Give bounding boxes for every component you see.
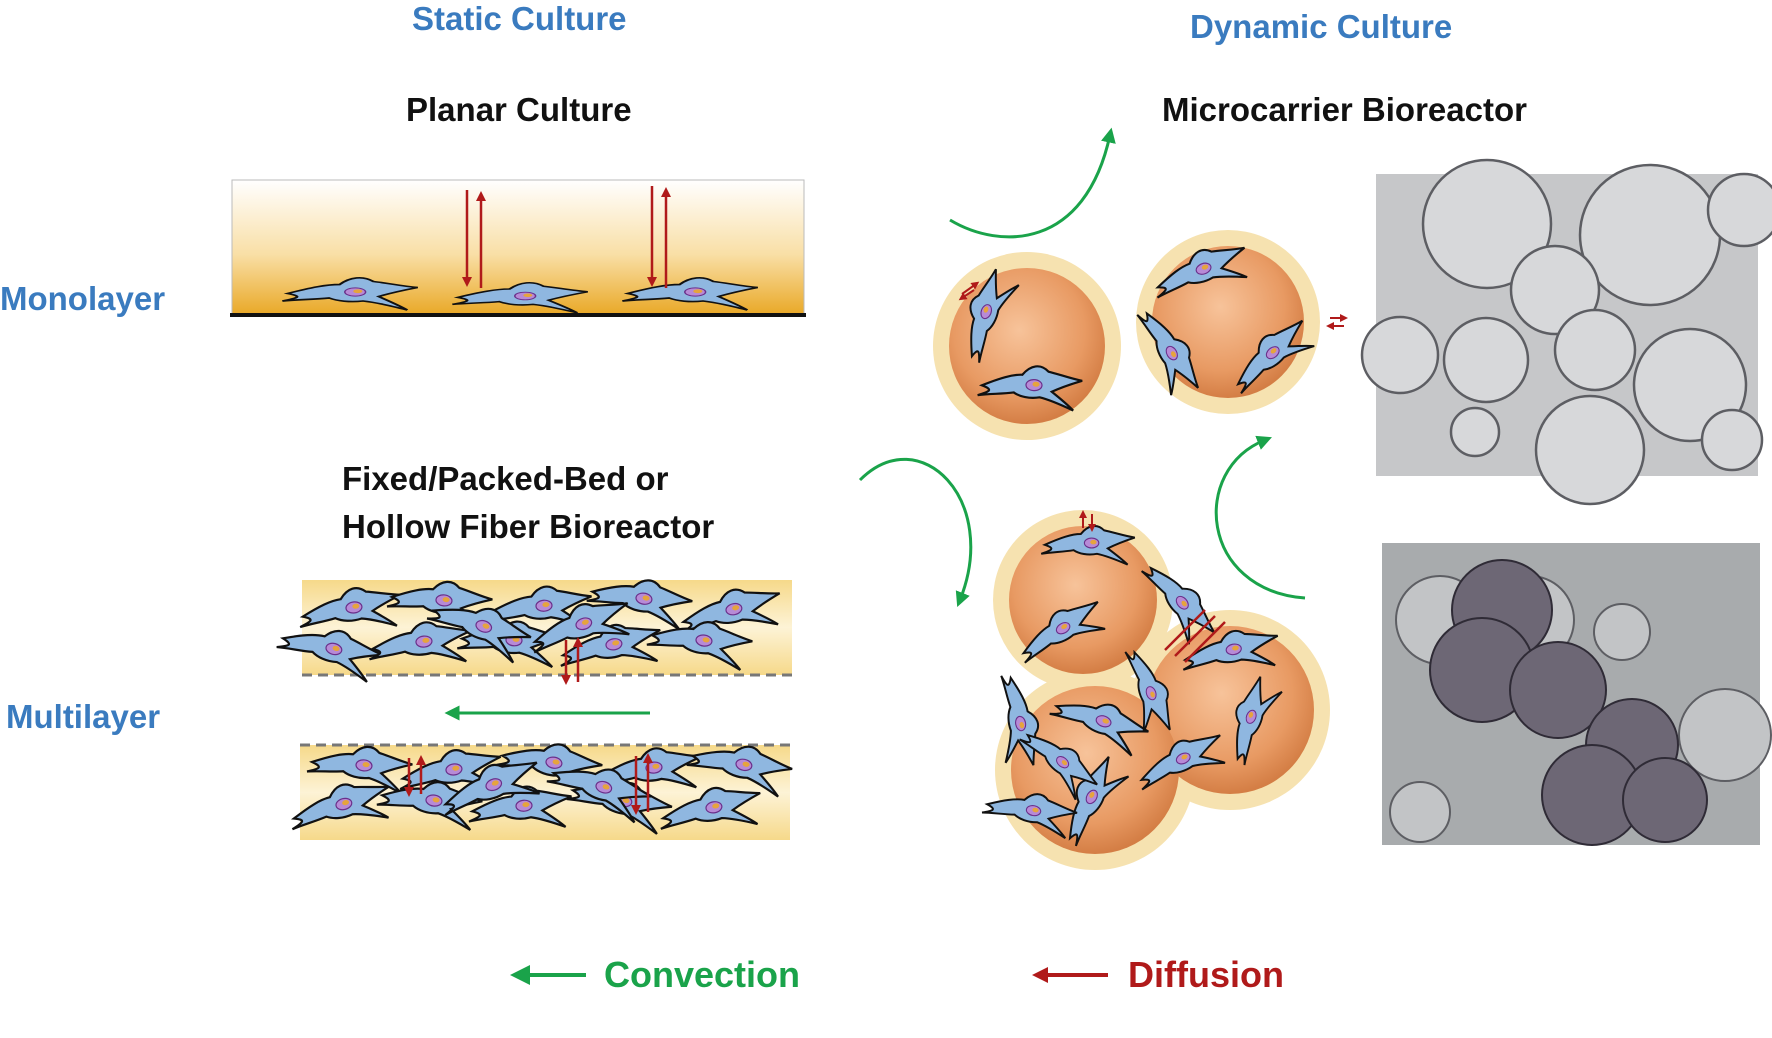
microcarrier-convection-arrows xyxy=(858,127,1306,607)
dynamic-culture-header: Dynamic Culture xyxy=(1190,8,1453,45)
microcarrier-right xyxy=(1126,230,1348,414)
packed-bed-title-line2: Hollow Fiber Bioreactor xyxy=(342,508,715,545)
micrograph-microcarriers-individual xyxy=(1360,158,1772,506)
fiber-diffusion-arrows xyxy=(404,637,653,815)
microcarrier-aggregate xyxy=(979,510,1330,870)
packed-bed-title-line1: Fixed/Packed-Bed or xyxy=(342,460,669,497)
microcarrier-bioreactor-title: Microcarrier Bioreactor xyxy=(1162,91,1527,128)
microcarrier-left xyxy=(933,252,1121,440)
static-culture-header: Static Culture xyxy=(412,0,627,37)
planar-diffusion-arrows xyxy=(462,186,671,288)
legend-convection-label: Convection xyxy=(604,954,801,995)
monolayer-label: Monolayer xyxy=(0,280,166,317)
legend-diffusion-label: Diffusion xyxy=(1128,954,1284,995)
multilayer-label: Multilayer xyxy=(6,698,161,735)
micrograph-microcarriers-aggregated xyxy=(1382,543,1772,846)
planar-culture-title: Planar Culture xyxy=(406,91,632,128)
